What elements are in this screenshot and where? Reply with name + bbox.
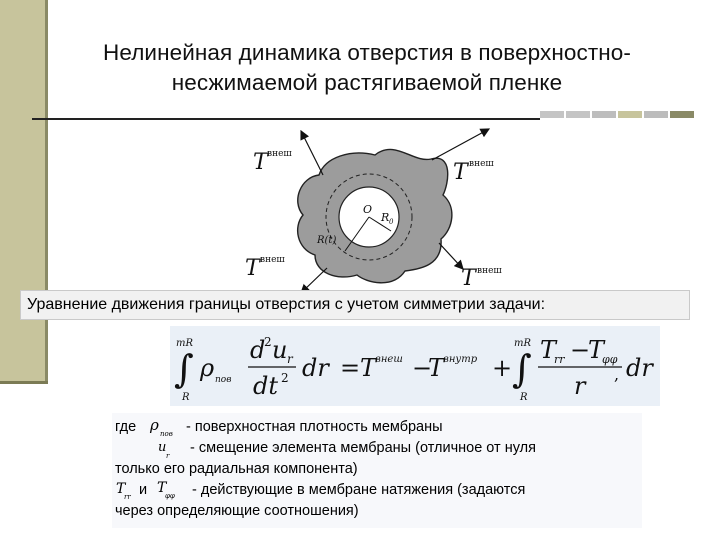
slide-title: Нелинейная динамика отверстия в поверхно… [62,38,672,98]
def-tphi-subscript: φφ [165,492,175,500]
t-rr-symbol: T [540,336,558,364]
def-u-text: - смещение элемента мембраны (отличное о… [190,440,536,456]
deco-square [618,111,642,118]
def-u-text-cont: только его радиальная компонента) [115,461,358,477]
t-ext-sup: внеш [477,266,502,276]
tension-arrow-top-left [300,129,324,176]
definitions-block: где ρ пов - поверхностная плотность мемб… [112,413,642,528]
numerator-u: u [272,336,287,364]
integral-sign: ∫ [174,347,194,391]
def-tphi-symbol: T [157,480,167,496]
t-int-symbol: T [428,354,446,382]
r0-sub: 0 [389,218,394,226]
t-ext-sup: внеш [267,149,292,159]
def-u-subscript: r [166,452,170,460]
rho-symbol: ρ [199,354,214,382]
t-ext-superscript: внеш [375,354,403,365]
motion-equation: mR ∫ R ρ пов d 2 u r dt 2 dr = T внеш − … [170,326,660,406]
slide-sidebar-band [0,0,45,383]
def-rho-text: - поверхностная плотность мембраны [186,419,443,435]
t-int-superscript: внутр [443,354,478,365]
comma: , [614,365,619,384]
radius-r0-line [368,216,392,232]
def-trr-subscript: rr [124,493,131,501]
equation-formula: mR ∫ R ρ пов d 2 u r dt 2 dr = T внеш − … [174,335,654,403]
membrane-figure: T внеш T внеш T внеш T внеш O R 0 R(t) [227,123,533,295]
t-phi-sub: φφ [602,353,618,366]
numerator-u-sub: r [287,352,294,366]
deco-square [644,111,668,118]
t-ext-sup: внеш [469,159,494,169]
denominator-r: r [574,372,587,400]
dr-term: dr [302,354,330,382]
def-t-text: - действующие в мембране натяжения (зада… [192,482,526,498]
rt-label: R(t) [316,235,336,246]
def-t-text-cont: через определяющие соотношения) [115,503,359,519]
denominator-exp: 2 [281,371,289,385]
t-ext-label: T [253,150,270,175]
def-trr-symbol: T [116,481,126,497]
def-rho-subscript: пов [160,430,173,438]
integral-sign: ∫ [512,347,532,391]
title-line-1: Нелинейная динамика отверстия в поверхно… [102,40,632,65]
sidebar-bottom-rule [0,381,48,384]
center-label: O [363,203,372,216]
tension-arrow-bottom-right [438,242,464,270]
r0-label: R [380,211,389,224]
title-line-2: несжимаемой растягиваемой пленке [171,70,563,95]
integral-upper-limit: mR [514,338,531,349]
t-phi-symbol: T [588,336,606,364]
radius-rt-line [344,216,370,252]
def-u-symbol: u [158,440,167,455]
deco-square [670,111,694,118]
rho-subscript: пов [215,375,231,385]
integral-lower-limit: R [519,392,528,403]
t-ext-label: T [461,266,478,291]
numerator-exp: 2 [264,335,272,349]
tension-arrow-bottom-left [300,267,328,294]
def-rho-symbol: ρ [150,416,159,434]
frac-minus: − [570,336,590,364]
numerator-d: d [250,336,265,364]
dr-term: dr [626,354,654,382]
equation-heading: Уравнение движения границы отверстия с у… [20,290,690,320]
t-ext-label: T [453,160,470,185]
t-rr-sub: rr [554,353,565,366]
minus-sign: − [412,354,432,382]
slide-sidebar-edge [45,0,48,383]
title-divider [32,118,540,120]
equals-sign: = [340,354,360,382]
deco-square [592,111,616,118]
where-label: где [115,419,137,435]
deco-square [566,111,590,118]
def-rho-row: где [115,417,136,438]
membrane-diagram: T внеш T внеш T внеш T внеш O R 0 R(t) [245,128,502,294]
denominator-dt: dt [253,372,278,400]
deco-square [540,111,564,118]
integral-upper-limit: mR [176,338,193,349]
tension-arrow-top-right [431,128,491,161]
def-and: и [139,482,148,498]
t-ext-symbol: T [360,354,378,382]
integral-lower-limit: R [181,392,190,403]
hole-boundary-rt [325,173,413,261]
t-ext-label: T [245,256,262,281]
t-ext-sup: внеш [260,255,285,265]
figure-labels: T внеш T внеш T внеш T внеш O R 0 R(t) [245,149,502,291]
plus-sign: + [492,354,512,382]
